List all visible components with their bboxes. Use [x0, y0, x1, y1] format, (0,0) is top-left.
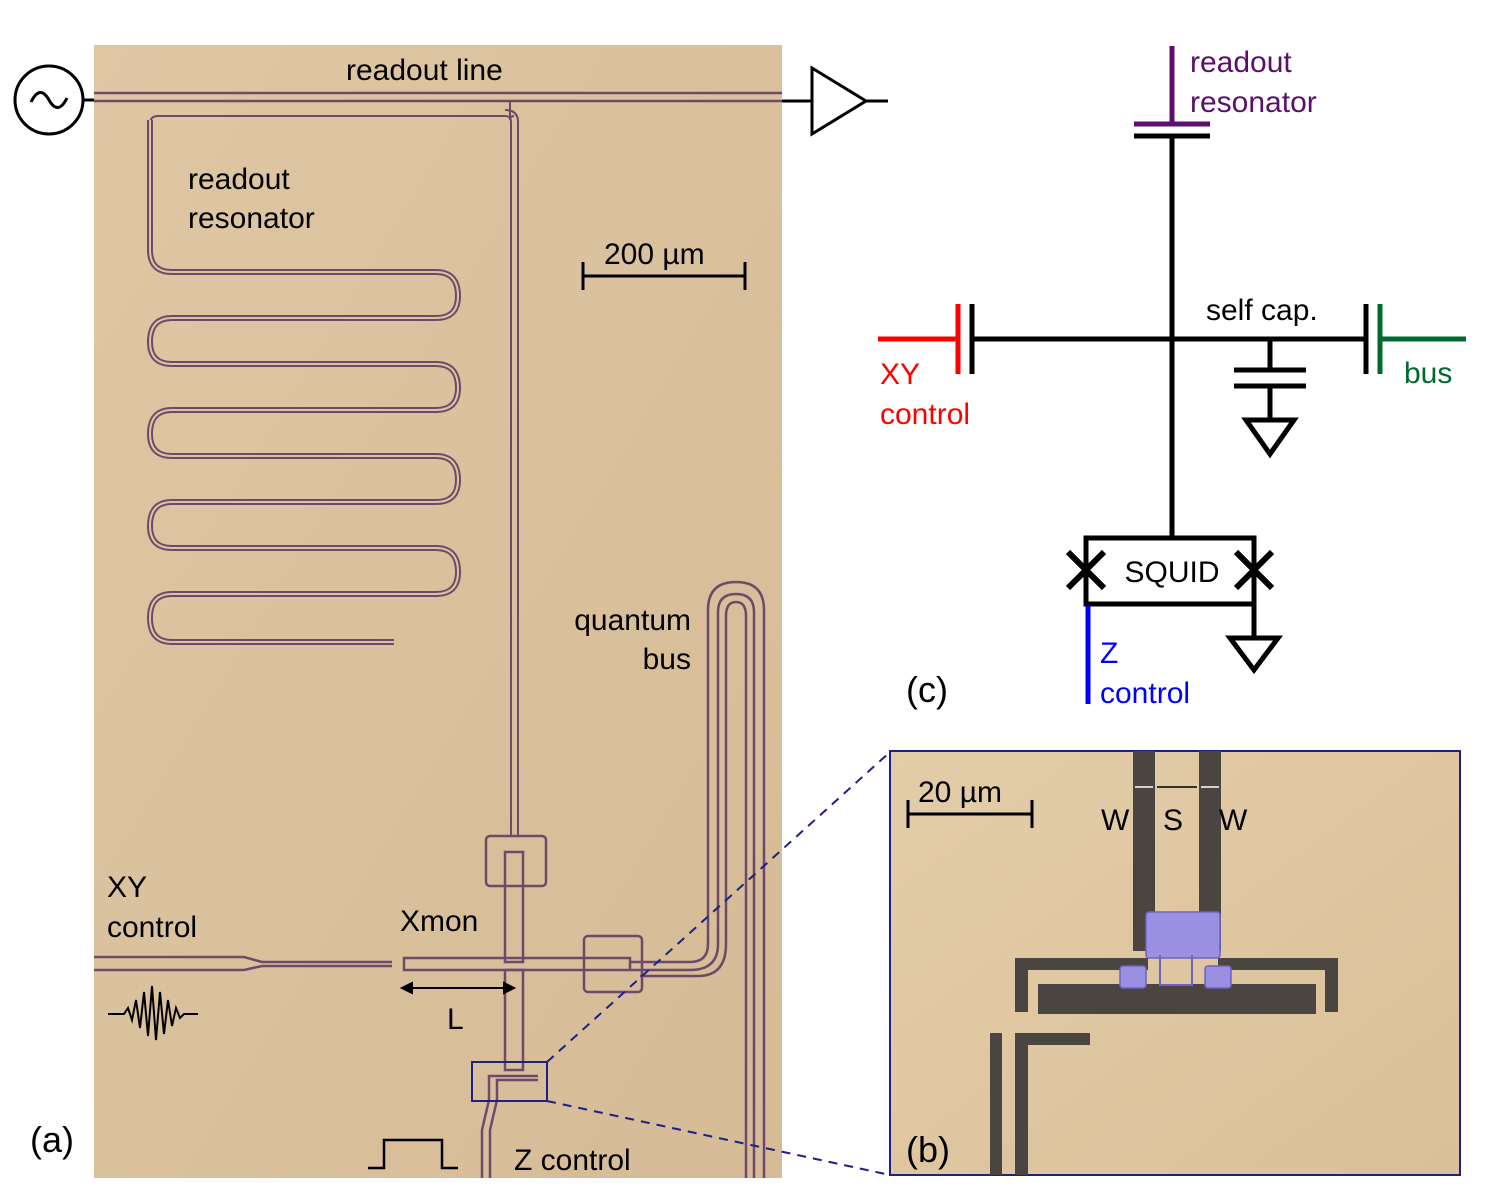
chip-micrograph: [94, 45, 782, 1178]
panel-a-tag: (a): [30, 1119, 74, 1160]
xy-control-label-line2: control: [107, 911, 197, 944]
quantum-bus-label-line1: quantum: [574, 604, 691, 637]
xy-coupling: [878, 304, 961, 374]
squid-ground-symbol: [1225, 604, 1283, 675]
squid-junction-pads: [1119, 911, 1232, 989]
zoom-projection-lines: [546, 751, 891, 1176]
self-capacitance-symbol: [1234, 339, 1306, 459]
scale-200um-label: 200 µm: [604, 238, 705, 271]
quantum-bus-label-line2: bus: [643, 643, 691, 676]
length-label: L: [447, 1003, 464, 1036]
microwave-source-icon: [13, 64, 94, 136]
c-xy-control-label-line1: XY: [880, 358, 920, 391]
zoom-micrograph: [889, 750, 1461, 1176]
xmon-label: Xmon: [400, 905, 478, 938]
z-pulse-icon: [368, 1138, 458, 1170]
resonator-feedline-trace: [149, 100, 519, 835]
xy-control-line: [94, 955, 392, 972]
self-cap-label: self cap.: [1206, 294, 1318, 327]
panel-c-tag: (c): [906, 669, 948, 710]
readout-resonator-label-line1: readout: [188, 163, 290, 196]
squid-loop: [1159, 955, 1193, 986]
readout-coupling: [1134, 46, 1210, 127]
c-xy-control-label-line2: control: [880, 398, 970, 431]
s-label: S: [1163, 804, 1183, 837]
panel-c: readout resonator self cap. XY control b…: [878, 46, 1466, 710]
xmon-qubit: [402, 834, 644, 1072]
zoom-region-box: [471, 1061, 548, 1102]
xy-pulse-waveform-icon: [108, 985, 198, 1041]
c-bus-label: bus: [1404, 357, 1452, 390]
w-left-label: W: [1101, 804, 1130, 837]
z-control-label: Z control: [514, 1144, 631, 1177]
c-readout-resonator-label-line1: readout: [1190, 46, 1292, 79]
zoom-metal-gaps: [990, 751, 1338, 1175]
josephson-junction-left-icon: [1065, 549, 1107, 591]
amplifier-icon: [782, 65, 888, 137]
c-readout-resonator-label-line2: resonator: [1190, 86, 1317, 119]
readout-resonator-label-line2: resonator: [188, 202, 315, 235]
w-right-label: W: [1219, 804, 1248, 837]
readout-line-label: readout line: [346, 54, 503, 87]
squid-label: SQUID: [1124, 556, 1219, 589]
squid-box: [1083, 535, 1257, 607]
quantum-bus-trace: [630, 580, 766, 1178]
length-arrow: [399, 981, 517, 995]
panel-b: 20 µm W S W (b): [889, 750, 1461, 1176]
panel-a: readout line readout resonator 200 µm qu…: [13, 45, 888, 1178]
scale-bar-20um: [906, 800, 1034, 828]
scale-bar-200um: [581, 262, 747, 290]
c-z-control-label-line2: control: [1100, 677, 1190, 710]
bus-coupling: [1377, 304, 1466, 374]
c-z-control-label-line1: Z: [1100, 637, 1118, 670]
josephson-junction-right-icon: [1233, 549, 1275, 591]
panel-b-tag: (b): [906, 1129, 950, 1170]
scale-20um-label: 20 µm: [918, 776, 1002, 809]
xy-control-label-line1: XY: [107, 871, 147, 904]
circuit-wiring: [969, 133, 1369, 538]
readout-line-trace: [94, 91, 782, 103]
